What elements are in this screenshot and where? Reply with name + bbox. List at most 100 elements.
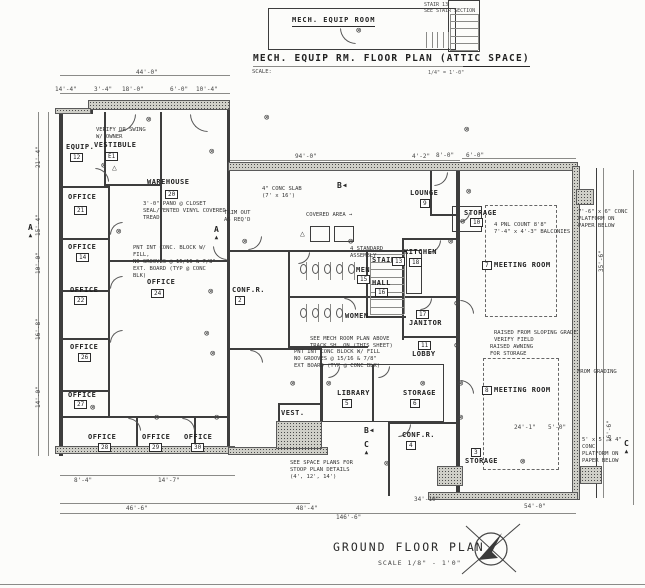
wall-hatched bbox=[576, 189, 594, 205]
annotation-note: 3'-0" PANO @ CLOSET SEAL/VENTED VINYL CO… bbox=[143, 201, 226, 221]
room-label-office: OFFICE bbox=[147, 278, 176, 286]
mech-stair-note: STAIR 13 SEE STAIR SECTION bbox=[424, 2, 476, 14]
room-number-tag: 13 bbox=[392, 257, 406, 266]
room-label-storage: STORAGE bbox=[403, 389, 437, 397]
dimension-text: 44'-0" bbox=[136, 69, 158, 76]
wall-hatched bbox=[88, 100, 230, 110]
room-label-office: OFFICE bbox=[70, 343, 99, 351]
dimension-text: 146'-6" bbox=[336, 514, 362, 521]
stair-tread bbox=[450, 35, 478, 37]
ground-floor-plan-scale: SCALE 1/8" - 1'0" bbox=[378, 559, 462, 567]
room-number-tag: 3 bbox=[471, 448, 481, 457]
dimension-text: 8'-4" bbox=[74, 477, 93, 484]
stair-tread bbox=[370, 254, 404, 255]
wall bbox=[388, 422, 390, 496]
stair-tread bbox=[442, 32, 444, 48]
wall bbox=[59, 390, 109, 392]
stair-tread bbox=[450, 50, 478, 51]
door-keynote-icon: ⊗ bbox=[214, 413, 220, 423]
wall bbox=[136, 416, 138, 452]
dimension-text: 8'-0" bbox=[436, 152, 455, 159]
room-number-tag: 30 bbox=[191, 443, 205, 452]
wall bbox=[596, 168, 597, 498]
room-label-storage: STORAGE bbox=[464, 209, 498, 217]
door-keynote-icon: ⊗ bbox=[264, 113, 270, 123]
room-label-equip: EQUIP. bbox=[66, 143, 95, 151]
ground-floor-plan-title: GROUND FLOOR PLAN bbox=[333, 540, 485, 554]
dimension-text: 94'-0" bbox=[295, 153, 317, 160]
annotation-note: COVERED AREA → bbox=[306, 212, 353, 218]
room-label-conf-r: CONF.R. bbox=[402, 431, 436, 439]
stair-tread bbox=[450, 28, 478, 30]
annotation-note: TRIM OUT AS REQ'D bbox=[224, 210, 251, 223]
room-number-tag: 5 bbox=[342, 399, 352, 408]
wall bbox=[194, 416, 196, 452]
wall bbox=[456, 168, 460, 498]
room-number-tag: E1 bbox=[105, 152, 119, 161]
dimension-text: 18'-0" bbox=[122, 86, 144, 93]
door-swing-arc bbox=[344, 298, 356, 310]
dashed-room-outline bbox=[483, 358, 559, 470]
wall bbox=[402, 336, 458, 338]
dimension-text: 14'-7" bbox=[158, 477, 180, 484]
wall bbox=[288, 296, 404, 298]
dimension-text: 6'-0" bbox=[170, 86, 189, 93]
section-marker-a: A▲ bbox=[28, 224, 33, 239]
stair-rail bbox=[450, 14, 451, 50]
room-number-tag: 9 bbox=[420, 199, 430, 208]
room-number-tag: 26 bbox=[78, 353, 92, 362]
door-keynote-icon: ⊗ bbox=[210, 349, 216, 359]
annotation-note: VERIFY DR SWING W/ OWNER bbox=[96, 127, 146, 140]
wall-hatched bbox=[428, 492, 578, 500]
stair-tread bbox=[448, 32, 449, 48]
stair-rail bbox=[478, 14, 479, 50]
room-number-tag: 12 bbox=[70, 153, 84, 162]
wall bbox=[402, 238, 458, 240]
door-swing-arc bbox=[298, 252, 310, 264]
dimension-text: 5'-0" bbox=[548, 424, 567, 431]
toilet-fixture bbox=[348, 264, 355, 274]
door-keynote-icon: ⊗ bbox=[420, 379, 426, 389]
door-swing-arc bbox=[420, 298, 432, 310]
door-keynote-icon: ⊗ bbox=[458, 413, 464, 423]
wall bbox=[388, 422, 458, 424]
dimension-line bbox=[60, 503, 310, 504]
room-number-tag: 6 bbox=[410, 399, 420, 408]
door-swing-arc bbox=[95, 168, 109, 182]
room-label-men: MEN bbox=[356, 266, 371, 274]
annotation-note: RAISED AWNING FOR STORAGE bbox=[490, 344, 534, 357]
toilet-fixture bbox=[300, 264, 307, 274]
annotation-note: SEE SPACE PLANS FOR STOOP PLAN DETAILS (… bbox=[290, 460, 353, 480]
mech-scale-value: 1/4" = 1'-0" bbox=[428, 70, 465, 76]
wall-hatched bbox=[228, 162, 578, 171]
wall bbox=[104, 112, 106, 186]
section-marker-letter: A bbox=[214, 225, 219, 234]
annotation-note: SEE MECH ROOM PLAN ABOVE TRACK SH. ON (T… bbox=[310, 336, 393, 349]
door-keynote-icon: ⊗ bbox=[460, 217, 466, 227]
door-keynote-icon: ⊗ bbox=[384, 459, 390, 469]
stair-tread bbox=[370, 299, 404, 300]
door-keynote-icon: ⊗ bbox=[290, 379, 296, 389]
dimension-text: 46'-6" bbox=[126, 505, 148, 512]
dimension-text: 10'-0" bbox=[35, 252, 42, 274]
stair-tread bbox=[450, 42, 478, 44]
room-label-lobby: LOBBY bbox=[412, 350, 436, 358]
door-keynote-icon: ⊗ bbox=[242, 237, 248, 247]
annotation-note: 4 PNL COUNT 8'8" 7'-4" x 4'-3" BALCONIES bbox=[494, 222, 571, 235]
door-keynote-icon: ⊗ bbox=[348, 237, 354, 247]
room-number-tag: 4 bbox=[406, 441, 416, 450]
annotation-note: 5' x 5' x 4" CONC PLATFORM ON PAPER BELO… bbox=[582, 437, 622, 464]
toilet-fixture bbox=[300, 308, 307, 318]
section-marker-a: A▲ bbox=[214, 226, 219, 241]
wall bbox=[366, 316, 406, 318]
wall bbox=[160, 112, 162, 262]
outline-rect bbox=[322, 364, 444, 422]
room-label-hall: HALL bbox=[372, 279, 391, 287]
dimension-line bbox=[48, 112, 49, 456]
dimension-text: 16'-8" bbox=[35, 318, 42, 340]
dimension-text: 3'-4" bbox=[94, 86, 113, 93]
section-marker-letter: A bbox=[28, 223, 33, 232]
stair-tread bbox=[450, 14, 478, 15]
door-keynote-icon: ⊗ bbox=[146, 115, 152, 125]
door-swing-arc bbox=[110, 330, 123, 343]
